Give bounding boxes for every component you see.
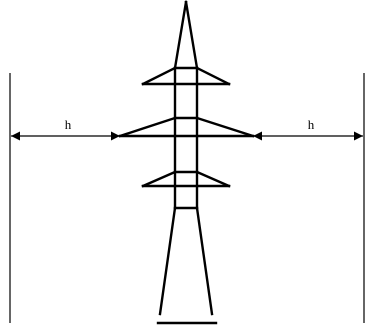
right-distance-label: h: [308, 117, 315, 132]
tower-upper-section: [173, 66, 199, 210]
tower-base: [156, 206, 218, 325]
top-crossarm: [141, 66, 231, 86]
bottom-crossarm: [141, 170, 231, 188]
left-distance-label: h: [65, 117, 72, 132]
transmission-tower: [118, 0, 255, 325]
middle-crossarm: [118, 116, 255, 138]
tower-peak: [173, 0, 199, 70]
